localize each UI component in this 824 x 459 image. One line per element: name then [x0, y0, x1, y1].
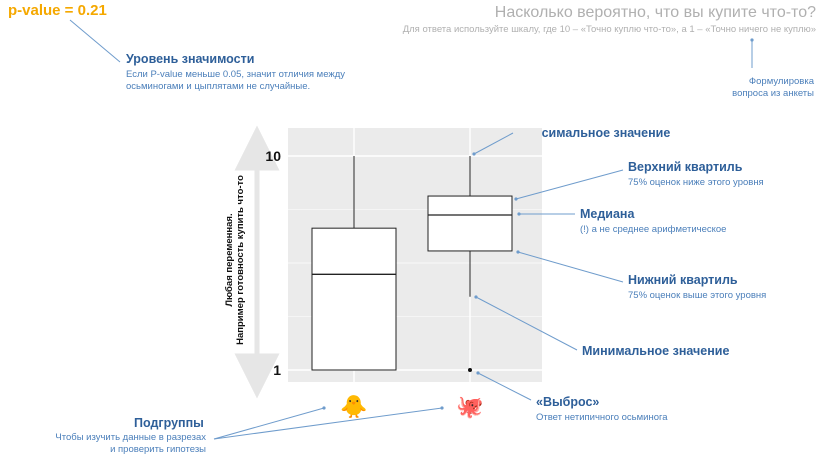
y-axis-label-line1: Любая переменная.	[224, 213, 235, 306]
subgroups-dot-octopus	[440, 406, 444, 410]
significance-annotation: Уровень значимости Если P-value меньше 0…	[126, 52, 345, 93]
upper-quartile-title: Верхний квартиль	[628, 160, 743, 174]
median-dot	[517, 212, 521, 216]
upper-quartile-annotation: Верхний квартиль 75% оценок ниже этого у…	[628, 160, 764, 189]
lower-quartile-connector	[517, 251, 624, 283]
y-tick-labels: 1 10	[265, 148, 281, 378]
subgroups-line2: и проверить гипотезы	[110, 444, 206, 455]
lower-quartile-sub: 75% оценок выше этого уровня	[628, 290, 767, 301]
max-connector	[473, 132, 514, 155]
survey-question-subtitle: Для ответа используйте шкалу, где 10 – «…	[402, 24, 816, 35]
significance-line1: Если P-value меньше 0.05, значит отличия…	[126, 69, 346, 80]
outlier-connector	[477, 372, 532, 401]
chick-icon: 🐥	[340, 394, 367, 419]
subgroups-annotation-title-wrap: Подгруппы	[134, 416, 204, 430]
upper-quartile-sub: 75% оценок ниже этого уровня	[628, 177, 764, 188]
survey-question-title: Насколько вероятно, что вы купите что-то…	[494, 4, 816, 21]
subgroups-annotation-text: Чтобы изучить данные в разрезах и провер…	[20, 432, 206, 456]
max-dot	[472, 152, 476, 156]
octopus-icon: 🐙	[456, 394, 483, 420]
subgroups-connector-octopus	[213, 407, 443, 440]
p-value-label: p-value = 0.21	[8, 2, 107, 19]
upper-quartile-dot	[514, 197, 518, 201]
formulation-note-line1: Формулировка	[748, 76, 814, 87]
subgroups-title: Подгруппы	[134, 416, 204, 430]
median-sub: (!) а не среднее арифметическое	[580, 224, 727, 235]
annotation-connectors	[69, 19, 753, 440]
subgroups-dot-chick	[322, 406, 326, 410]
outlier-annotation: «Выброс» Ответ нетипичного осьминога	[536, 395, 668, 424]
median-title: Медиана	[580, 207, 635, 221]
formulation-dot	[750, 38, 754, 42]
y-tick-label: 10	[265, 148, 281, 164]
subgroups-line1: Чтобы изучить данные в разрезах	[55, 432, 206, 443]
min-connector	[475, 296, 578, 351]
outlier-sub: Ответ нетипичного осьминога	[536, 412, 668, 423]
max-annotation-title: Максимальное значение	[518, 126, 671, 140]
median-annotation: Медиана (!) а не среднее арифметическое	[580, 207, 726, 236]
box-group	[311, 156, 397, 371]
significance-connector	[69, 19, 121, 63]
formulation-note-line2: вопроса из анкеты	[732, 88, 814, 99]
formulation-note: Формулировка вопроса из анкеты	[732, 76, 814, 100]
box-iqr	[427, 195, 513, 252]
box-iqr	[311, 227, 397, 371]
significance-title: Уровень значимости	[126, 52, 255, 66]
outlier-title: «Выброс»	[536, 395, 600, 409]
outlier-point	[468, 368, 472, 372]
lower-quartile-dot	[516, 250, 520, 254]
subgroups-connector-chick	[213, 407, 325, 440]
y-axis-label-line2: Например готовность купить что-то	[235, 175, 246, 345]
lower-quartile-annotation: Нижний квартиль 75% оценок выше этого ур…	[628, 273, 766, 302]
significance-line2: осьминогами и цыплятами не случайные.	[126, 81, 311, 92]
annotation-dots	[322, 38, 754, 410]
min-dot	[474, 295, 478, 299]
min-annotation-title: Минимальное значение	[582, 344, 730, 358]
box-group	[427, 156, 513, 372]
boxes	[311, 156, 513, 372]
y-tick-label: 1	[273, 362, 281, 378]
upper-quartile-connector	[515, 169, 624, 200]
outlier-annotation-dot	[476, 371, 480, 375]
lower-quartile-title: Нижний квартиль	[628, 273, 738, 287]
